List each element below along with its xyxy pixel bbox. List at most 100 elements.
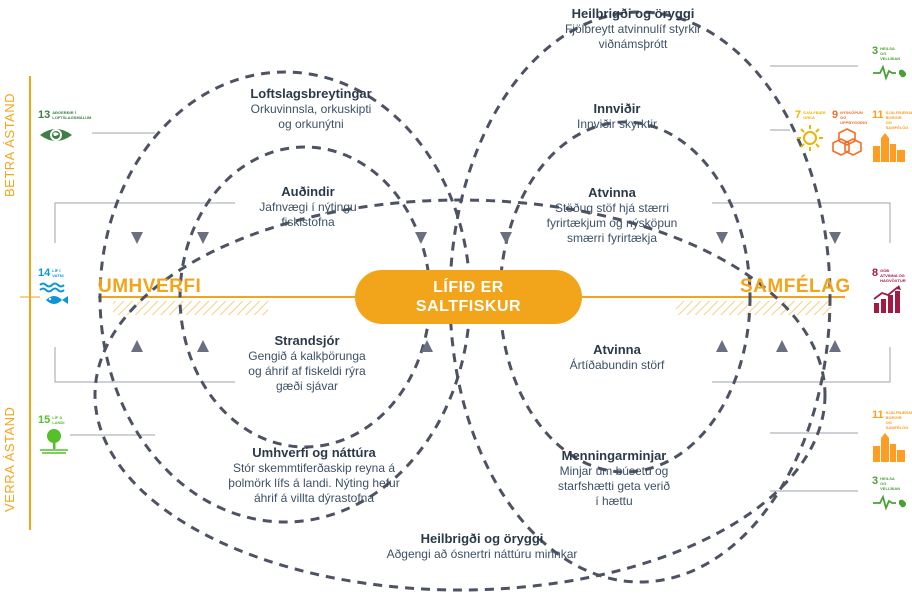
arrow-up: [197, 340, 209, 352]
arrow-up: [716, 340, 728, 352]
arrow-down: [716, 232, 728, 244]
arrow-up: [131, 340, 143, 352]
node-desc: starfshætti geta verið: [557, 479, 671, 493]
sdg-name: SJÁLFBÆRAR BORGIR OG SAMFÉLÖG: [885, 410, 912, 430]
better-state-label: BETRA ÁSTAND: [2, 92, 17, 197]
sdg-name: NÝSKÖPUN OG UPPBYGGING: [840, 110, 868, 125]
center-title-line2: SALTFISKUR: [415, 298, 522, 315]
city-icon: [873, 133, 905, 162]
resources-node: Auðindir Jafnvægi í nýtingu fiskistofna: [259, 184, 356, 230]
arrow-down: [197, 232, 209, 244]
sdg-name: LÍF Á LANDI: [52, 415, 65, 425]
infrastructure-node: Innviðir Innviðir skyrktir: [577, 101, 657, 132]
sdg-number: 15: [38, 414, 51, 426]
node-desc: smærri fyrirtækja: [567, 231, 657, 245]
node-desc: fiskistofna: [281, 215, 335, 229]
arrow-down: [415, 232, 427, 244]
sun-icon: [797, 125, 823, 151]
worse-state-label: VERRA ÁSTAND: [2, 406, 17, 512]
node-desc: í hættu: [595, 494, 633, 508]
sdg-number: 13: [38, 109, 51, 121]
environment-axis-label: UMHVERFI: [98, 276, 202, 297]
sdg-number: 3: [872, 45, 879, 57]
node-title: Menningarminjar: [561, 448, 667, 463]
eye-globe-icon: [40, 129, 72, 141]
sdg-name: LÍF Í VATNI: [52, 268, 64, 278]
node-title: Atvinna: [588, 185, 636, 200]
sdg-number: 3: [872, 475, 879, 487]
cubes-icon: [832, 128, 862, 156]
outer-bottom-loop: [93, 198, 827, 592]
center-title-line1: LÍFIÐ ER: [433, 279, 504, 296]
node-desc: Innviðir skyrktir: [576, 117, 658, 131]
heritage-node: Menningarminjar Minjar um búsetu og star…: [558, 448, 670, 509]
node-desc: Stór skemmtiferðaskip reyna á: [232, 461, 396, 475]
node-desc: Ártíðabundin störf: [569, 358, 665, 372]
node-desc: áhrif á villta dýrastofna: [253, 491, 375, 505]
sdg-name: AÐGERÐIR Í LOFTSLAGSMÁLUM: [52, 110, 92, 120]
heartbeat-icon: [873, 64, 906, 81]
growth-chart-icon: [873, 285, 901, 313]
jobs-bottom-node: Atvinna Ártíðabundin störf: [570, 342, 665, 373]
climate-node: Loftslagsbreytingar Orkuvinnsla, orkuski…: [250, 86, 371, 132]
node-desc: Jafnvægi í nýtingu: [259, 200, 357, 214]
hatch-right: [676, 301, 831, 315]
up-arrows: [131, 340, 841, 352]
arrow-up: [829, 340, 841, 352]
node-title: Strandsjór: [274, 333, 340, 348]
center-pill: LÍFIÐ ER SALTFISKUR: [355, 270, 582, 324]
heartbeat-icon: [873, 494, 906, 511]
arrow-down: [829, 232, 841, 244]
city-icon: [873, 433, 905, 462]
node-desc: fyrirtækjum og nýsköpun: [546, 216, 678, 230]
node-desc: Fjölbreytt atvinnulíf styrkir: [564, 22, 702, 36]
sdg-number: 11: [872, 409, 884, 421]
tree-icon: [40, 429, 68, 454]
jobs-top-node: Atvinna Stöðug stöf hjá stærri fyrirtækj…: [547, 185, 678, 246]
sdg-name: SJÁLFBÆRAR BORGIR OG SAMFÉLÖG: [885, 110, 912, 130]
node-desc: Orkuvinnsla, orkuskipti: [250, 102, 372, 116]
node-desc: og áhrif af fiskeldi rýra: [248, 364, 366, 378]
society-axis-label: SAMFÉLAG: [740, 276, 851, 297]
arrow-up: [776, 340, 788, 352]
dashed-loops: [93, 10, 832, 592]
hatch-left: [113, 301, 268, 315]
sdg-number: 7: [795, 109, 802, 121]
environment-node: Umhverfi og náttúra Stór skemmtiferðaski…: [228, 445, 399, 506]
connector-lines: [54, 65, 891, 492]
node-desc: Gengið á kalkþörunga: [248, 349, 366, 363]
node-title: Heilbrigði og öryggi: [420, 531, 544, 546]
node-title: Loftslagsbreytingar: [250, 86, 372, 101]
arrow-up: [421, 340, 433, 352]
node-desc: Aðgengi að ósnertri náttúru minnkar: [386, 547, 578, 561]
node-desc: Stöðug stöf hjá stærri: [554, 201, 670, 215]
inner-right-loop: [498, 120, 752, 474]
node-desc: þolmörk lífs á landi. Nýting hefur: [228, 476, 400, 490]
node-desc: Minjar um búsetu og: [559, 464, 669, 478]
down-arrows: [131, 232, 841, 244]
sdg-number: 11: [872, 109, 884, 121]
node-title: Umhverfi og náttúra: [252, 445, 376, 460]
health-bottom-node: Heilbrigði og öryggi Aðgengi að ósnertri…: [387, 531, 578, 562]
sdg-name: HEILSA OG VELLÍÐAN: [880, 476, 901, 491]
fish-waves-icon: [39, 282, 68, 304]
node-title: Heilbrigði og öryggi: [571, 6, 695, 21]
node-desc: viðnámsþrótt: [598, 37, 668, 51]
sdg-number: 9: [832, 109, 839, 121]
arrow-down: [500, 232, 512, 244]
sdg-number: 14: [38, 267, 51, 279]
sdg-name: SJÁLFBÆR ORKA: [803, 110, 826, 120]
node-desc: gæði sjávar: [275, 379, 339, 393]
node-title: Innviðir: [593, 101, 641, 116]
sdg-number: 8: [872, 267, 879, 279]
